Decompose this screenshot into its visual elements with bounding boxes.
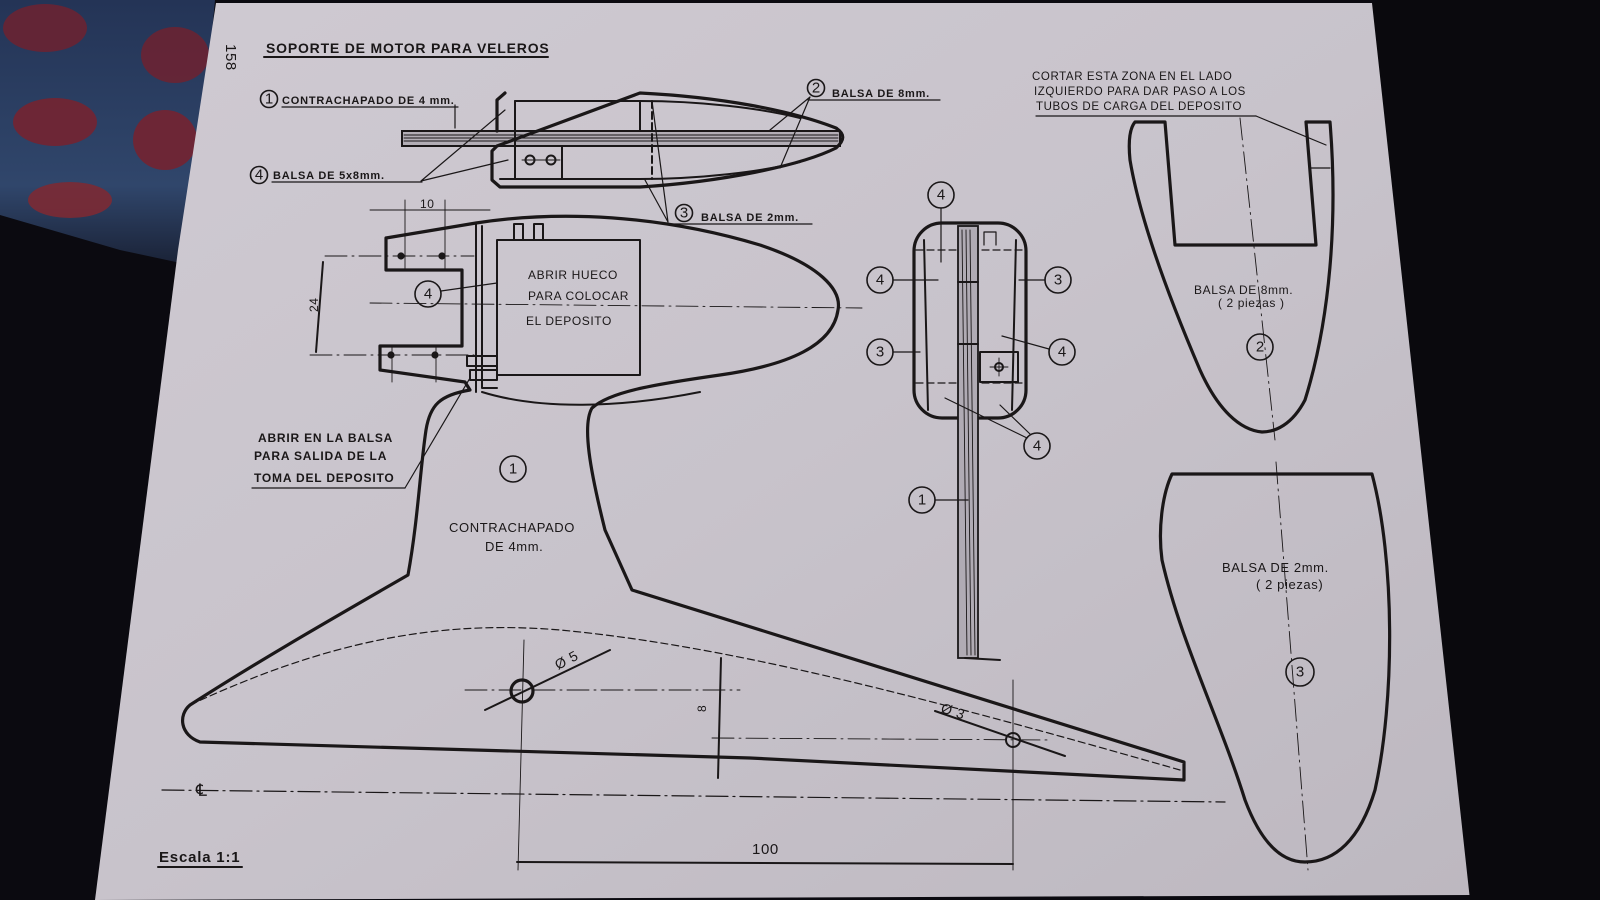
svg-text:2: 2 — [1256, 339, 1264, 356]
callout-balsa-5x8mm: 4 BALSA DE 5x8mm. — [249, 165, 423, 185]
scale-label: Escala 1:1 — [159, 849, 240, 866]
page-number: 158 — [222, 44, 239, 71]
dim-length-100: 100 — [752, 841, 779, 858]
svg-text:4: 4 — [1033, 438, 1041, 455]
side-view-outline — [181, 214, 1186, 782]
callout-side-4: 4 — [414, 280, 498, 308]
svg-text:CONTRACHAPADO: CONTRACHAPADO — [449, 520, 575, 535]
svg-text:ABRIR HUECO: ABRIR HUECO — [528, 268, 618, 282]
svg-text:CONTRACHAPADO DE 4 mm.: CONTRACHAPADO DE 4 mm. — [282, 95, 455, 107]
part-2-label: BALSA DE 8mm. ( 2 piezas ) 2 — [1194, 283, 1293, 361]
part-2-cut-note: CORTAR ESTA ZONA EN EL LADO IZQUIERDO PA… — [1032, 71, 1246, 113]
svg-text:4: 4 — [424, 286, 432, 303]
svg-text:4: 4 — [937, 187, 945, 204]
svg-text:3: 3 — [1054, 272, 1062, 289]
centerline-symbol: ℄ — [195, 781, 208, 800]
svg-text:BALSA DE 8mm.: BALSA DE 8mm. — [1194, 283, 1293, 297]
callout-balsa-2mm: 3 BALSA DE 2mm. — [667, 203, 813, 225]
svg-text:TOMA DEL DEPOSITO: TOMA DEL DEPOSITO — [254, 471, 395, 485]
dim-height-24: 24 — [307, 297, 321, 312]
svg-text:4: 4 — [255, 167, 263, 184]
svg-text:DE 4mm.: DE 4mm. — [485, 539, 543, 554]
front-view — [912, 221, 1028, 661]
side-view-dimensions — [161, 199, 1226, 871]
part-2-template — [1035, 115, 1335, 441]
svg-text:ABRIR EN LA BALSA: ABRIR EN LA BALSA — [258, 431, 393, 445]
svg-text:PARA COLOCAR: PARA COLOCAR — [528, 289, 629, 303]
svg-text:1: 1 — [265, 91, 273, 108]
page-title: SOPORTE DE MOTOR PARA VELEROS — [266, 40, 550, 56]
svg-text:3: 3 — [876, 344, 884, 361]
svg-text:1: 1 — [918, 492, 926, 509]
dim-top-10: 10 — [420, 197, 435, 211]
callout-balsa-8mm: 2 BALSA DE 8mm. — [806, 78, 941, 101]
tank-note: ABRIR HUECO PARA COLOCAR EL DEPOSITO — [526, 268, 629, 328]
svg-text:BALSA DE 2mm.: BALSA DE 2mm. — [701, 212, 799, 224]
front-view-callouts: 4 4 3 3 4 4 1 — [866, 181, 1076, 514]
svg-text:BALSA DE 8mm.: BALSA DE 8mm. — [832, 88, 930, 100]
svg-text:EL DEPOSITO: EL DEPOSITO — [526, 314, 612, 328]
svg-text:3: 3 — [680, 205, 688, 222]
svg-text:IZQUIERDO PARA DAR PASO A LOS: IZQUIERDO PARA DAR PASO A LOS — [1034, 86, 1246, 98]
material-note-plywood: CONTRACHAPADO DE 4mm. — [449, 520, 575, 554]
svg-text:( 2 piezas ): ( 2 piezas ) — [1218, 296, 1285, 310]
top-view — [401, 91, 845, 223]
hole-diameter-3: Ø 3 — [939, 700, 967, 723]
callout-side-1: 1 — [499, 455, 527, 483]
dim-vertical-8: 8 — [695, 705, 709, 712]
svg-text:BALSA DE 5x8mm.: BALSA DE 5x8mm. — [273, 170, 385, 182]
svg-text:( 2 piezas): ( 2 piezas) — [1256, 577, 1323, 592]
svg-text:TUBOS DE CARGA DEL DEPOSITO: TUBOS DE CARGA DEL DEPOSITO — [1036, 101, 1242, 113]
svg-text:1: 1 — [509, 461, 517, 478]
svg-text:PARA SALIDA DE LA: PARA SALIDA DE LA — [254, 449, 387, 463]
svg-text:CORTAR ESTA ZONA EN EL LADO: CORTAR ESTA ZONA EN EL LADO — [1032, 71, 1232, 83]
svg-text:2: 2 — [812, 80, 820, 97]
part-3-template — [1158, 461, 1392, 871]
svg-text:4: 4 — [876, 272, 884, 289]
callout-contrachapado-4mm: 1 CONTRACHAPADO DE 4 mm. — [259, 89, 459, 109]
outlet-note: ABRIR EN LA BALSA PARA SALIDA DE LA TOMA… — [251, 377, 471, 489]
svg-text:3: 3 — [1296, 664, 1304, 681]
part-3-label: BALSA DE 2mm. ( 2 piezas) 3 — [1222, 560, 1329, 687]
svg-text:4: 4 — [1058, 344, 1066, 361]
svg-text:BALSA DE 2mm.: BALSA DE 2mm. — [1222, 560, 1329, 575]
paper-page — [95, 3, 1470, 900]
background-cloth — [0, 0, 215, 265]
